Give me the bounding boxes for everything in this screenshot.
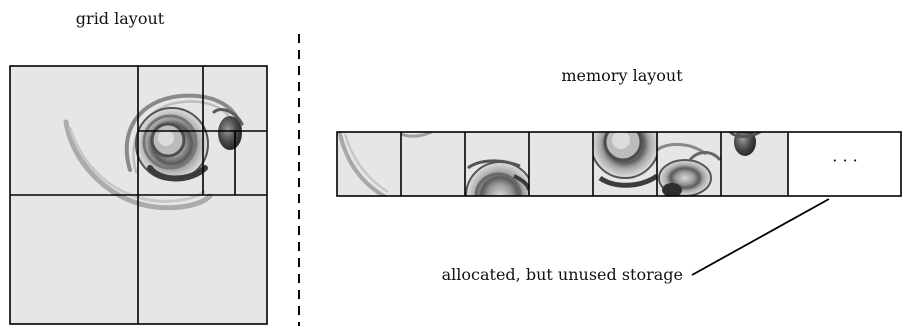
memory-used-background [337, 132, 788, 196]
grid-layout-title: grid layout [76, 9, 165, 28]
annotation-leader-line [691, 198, 830, 276]
memory-layout-title: memory layout [561, 66, 683, 85]
memory-cell-6-image [657, 143, 721, 196]
memory-cell-1-image [338, 132, 389, 196]
memory-unused-background [788, 132, 901, 196]
memory-cell-7-image [728, 132, 761, 156]
memory-block-outline [336, 131, 902, 197]
unused-storage-ellipsis: · · · [832, 151, 857, 170]
unused-storage-annotation: allocated, but unused storage [442, 265, 683, 284]
grid-cell-lines [9, 65, 268, 325]
memory-cell-3-image [465, 159, 529, 196]
memory-cell-5-image [593, 132, 657, 188]
memory-cell-lines [336, 131, 902, 197]
grid-layout [9, 65, 268, 325]
memory-layout: · · · [336, 131, 902, 197]
memory-cell-2-image [401, 132, 433, 138]
